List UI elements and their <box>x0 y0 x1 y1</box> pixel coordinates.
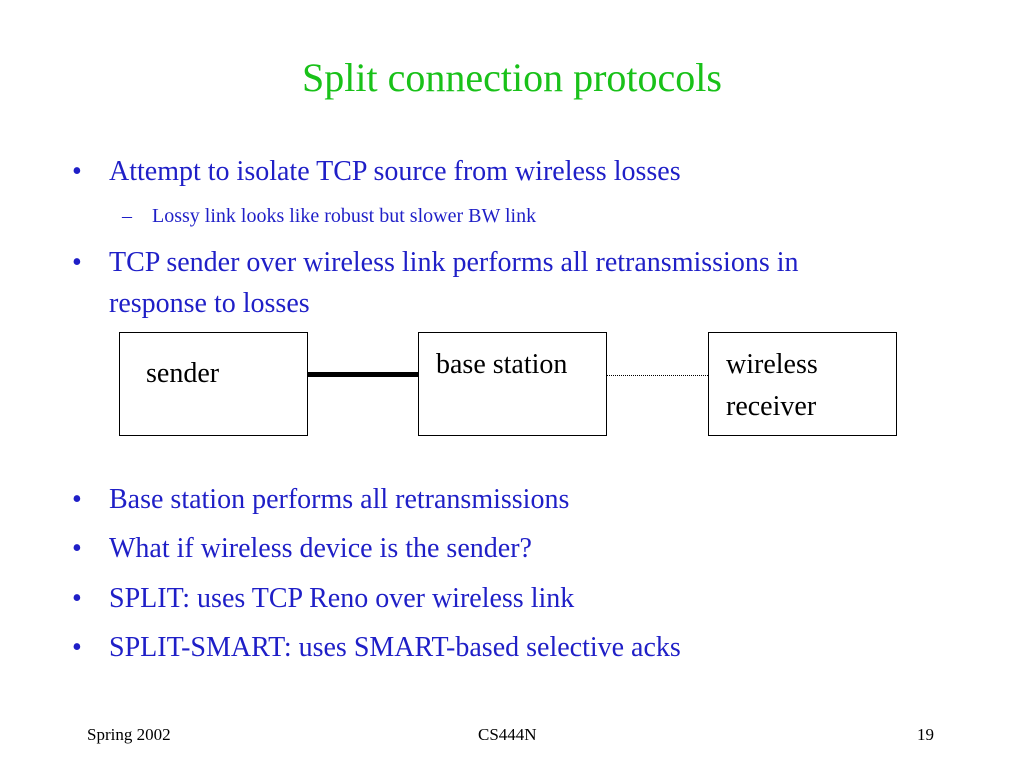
bullet-marker: • <box>72 247 82 278</box>
wireless-receiver-label-line-1: wireless <box>726 349 818 380</box>
sub-bullet-text: Lossy link looks like robust but slower … <box>152 205 537 227</box>
bullet-marker: • <box>72 583 82 614</box>
bullet-text: Attempt to isolate TCP source from wirel… <box>109 156 681 187</box>
sender-label: sender <box>146 358 220 389</box>
wireless-receiver-label-line-2: receiver <box>726 391 817 422</box>
bullet-text: What if wireless device is the sender? <box>109 533 532 564</box>
wireless-receiver-box <box>708 332 897 436</box>
wired-link-line <box>308 372 418 377</box>
bullet-marker: • <box>72 533 82 564</box>
bullet-marker: • <box>72 484 82 515</box>
bullet-text-line-1: TCP sender over wireless link performs a… <box>109 247 799 278</box>
wireless-link-line <box>607 375 708 376</box>
footer-page-number: 19 <box>917 725 934 744</box>
sender-box <box>119 332 308 436</box>
footer-date: Spring 2002 <box>87 725 171 744</box>
bullet-text: SPLIT-SMART: uses SMART-based selective … <box>109 632 681 663</box>
bullet-text: SPLIT: uses TCP Reno over wireless link <box>109 583 575 614</box>
bullet-marker: • <box>72 156 82 187</box>
sub-bullet-marker: – <box>122 205 132 227</box>
bullet-text: Base station performs all retransmission… <box>109 484 570 515</box>
base-station-box <box>418 332 607 436</box>
bullet-marker: • <box>72 632 82 663</box>
footer-course: CS444N <box>478 725 537 744</box>
slide-title: Split connection protocols <box>302 55 722 100</box>
base-station-label: base station <box>436 349 568 380</box>
bullet-text-line-2: response to losses <box>109 288 310 319</box>
